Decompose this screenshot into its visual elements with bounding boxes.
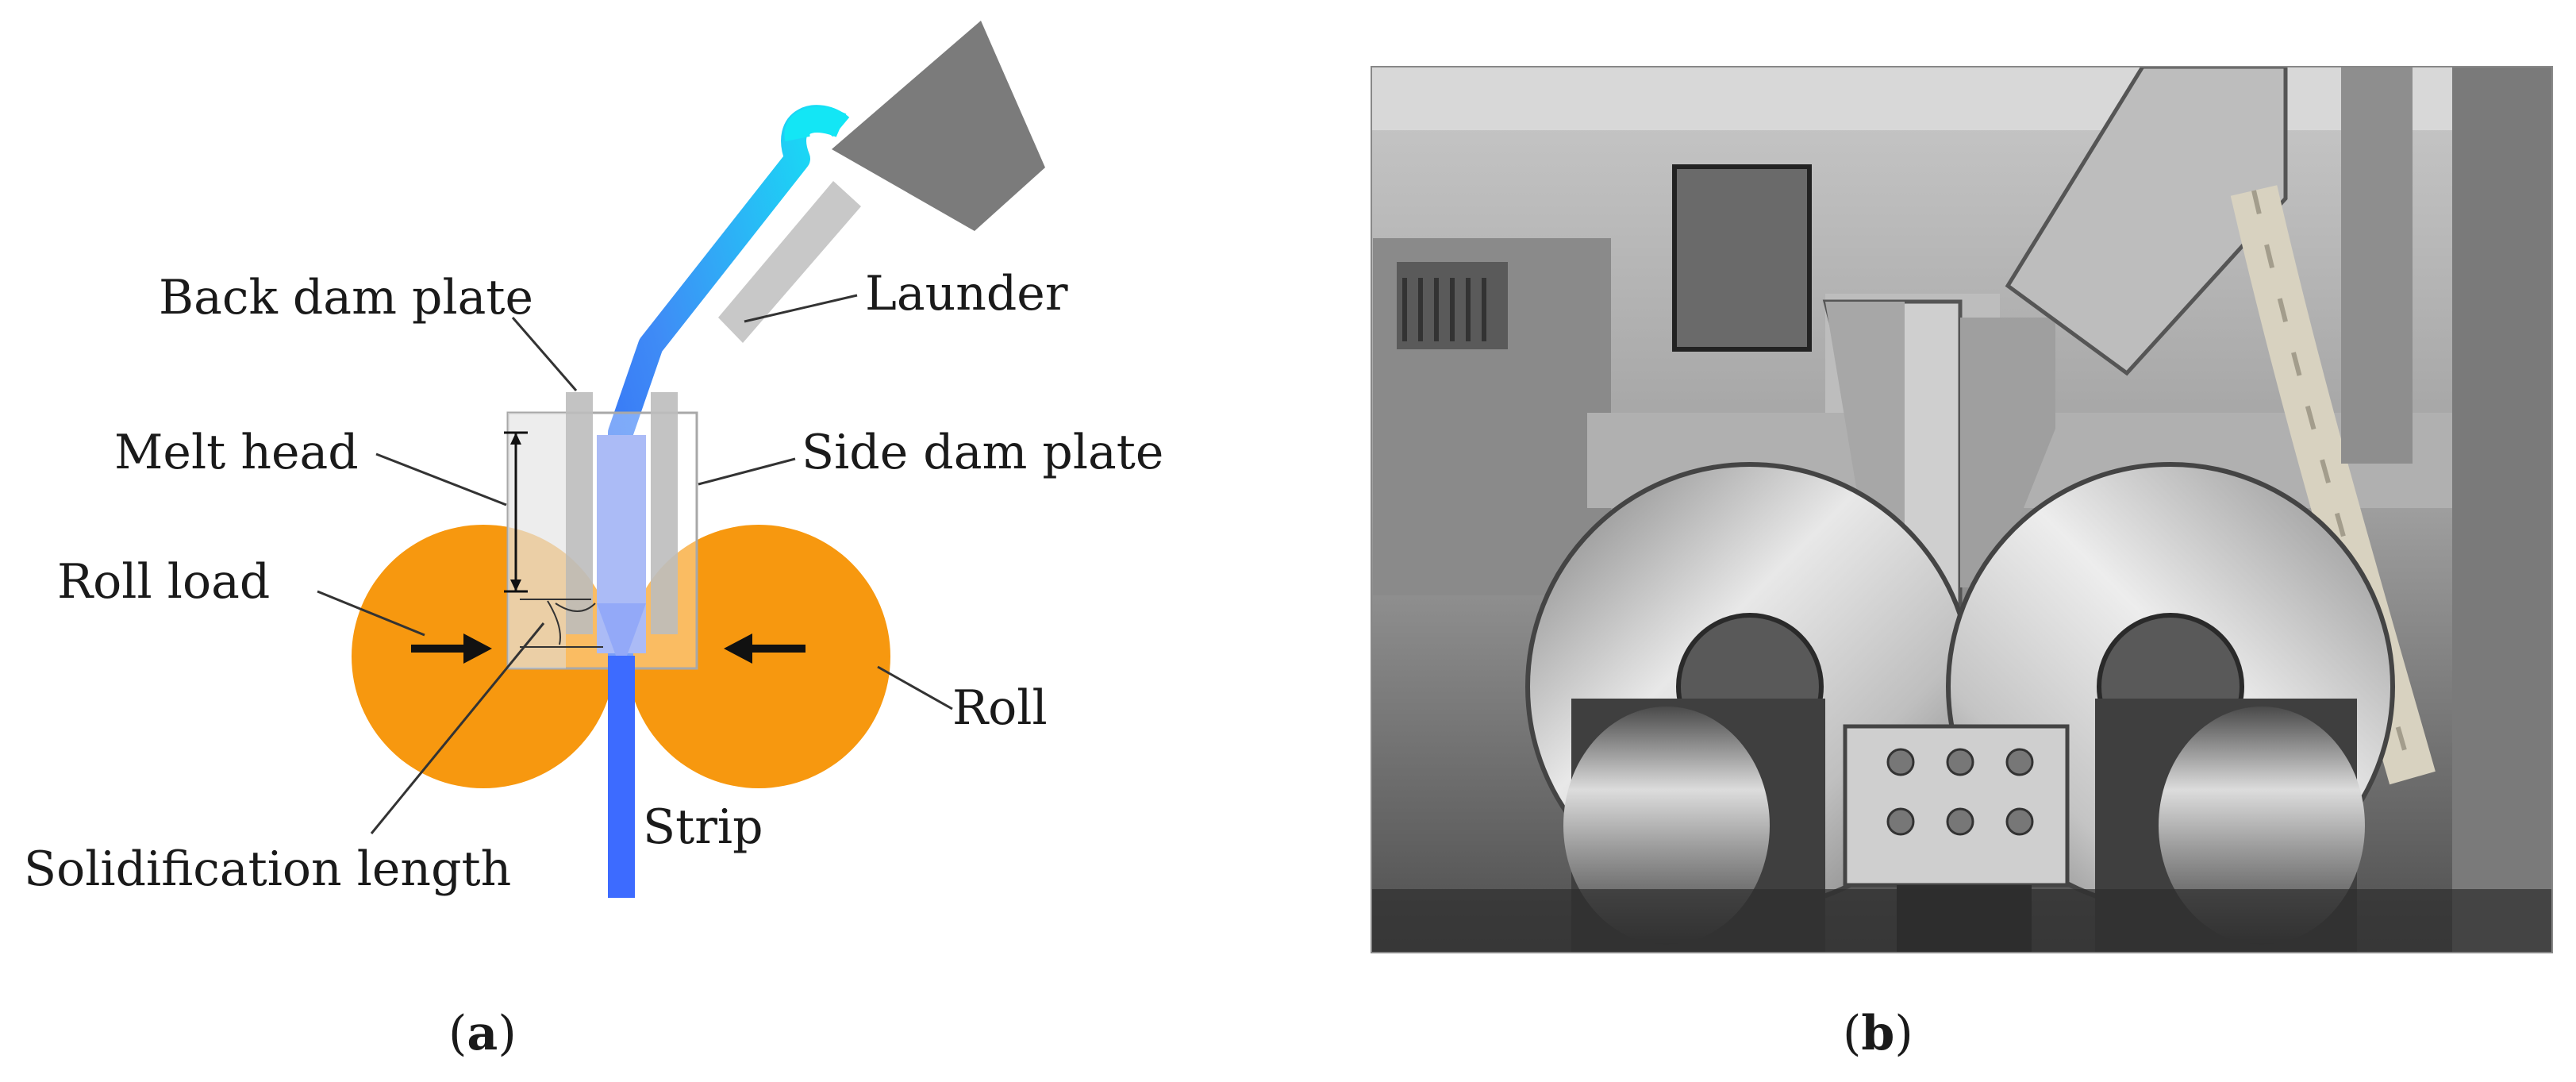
hopper xyxy=(832,21,1045,231)
roll-load-arrow-left xyxy=(411,633,492,664)
back-dam-plate-right xyxy=(651,392,678,634)
back-dam-plate-left xyxy=(566,392,593,634)
label-side-dam-plate: Side dam plate xyxy=(802,425,1163,480)
label-back-dam-plate: Back dam plate xyxy=(159,270,533,325)
right-roll xyxy=(627,525,890,788)
caption-a: (a) xyxy=(448,1006,517,1061)
label-roll-load: Roll load xyxy=(57,554,270,610)
label-melt-head: Melt head xyxy=(114,425,359,480)
label-roll: Roll xyxy=(952,680,1048,736)
panel-a-diagram: Back dam plate Launder Melt head Side da… xyxy=(24,21,1163,1061)
panel-b-photo: (b) xyxy=(1371,66,2553,1061)
label-launder: Launder xyxy=(865,266,1068,322)
roll-load-arrow-right xyxy=(724,633,805,664)
label-solidification-length: Solidification length xyxy=(24,841,511,897)
strip xyxy=(608,656,635,898)
caption-b: (b) xyxy=(1843,1006,1913,1061)
label-strip: Strip xyxy=(643,799,763,855)
launder xyxy=(718,181,861,343)
